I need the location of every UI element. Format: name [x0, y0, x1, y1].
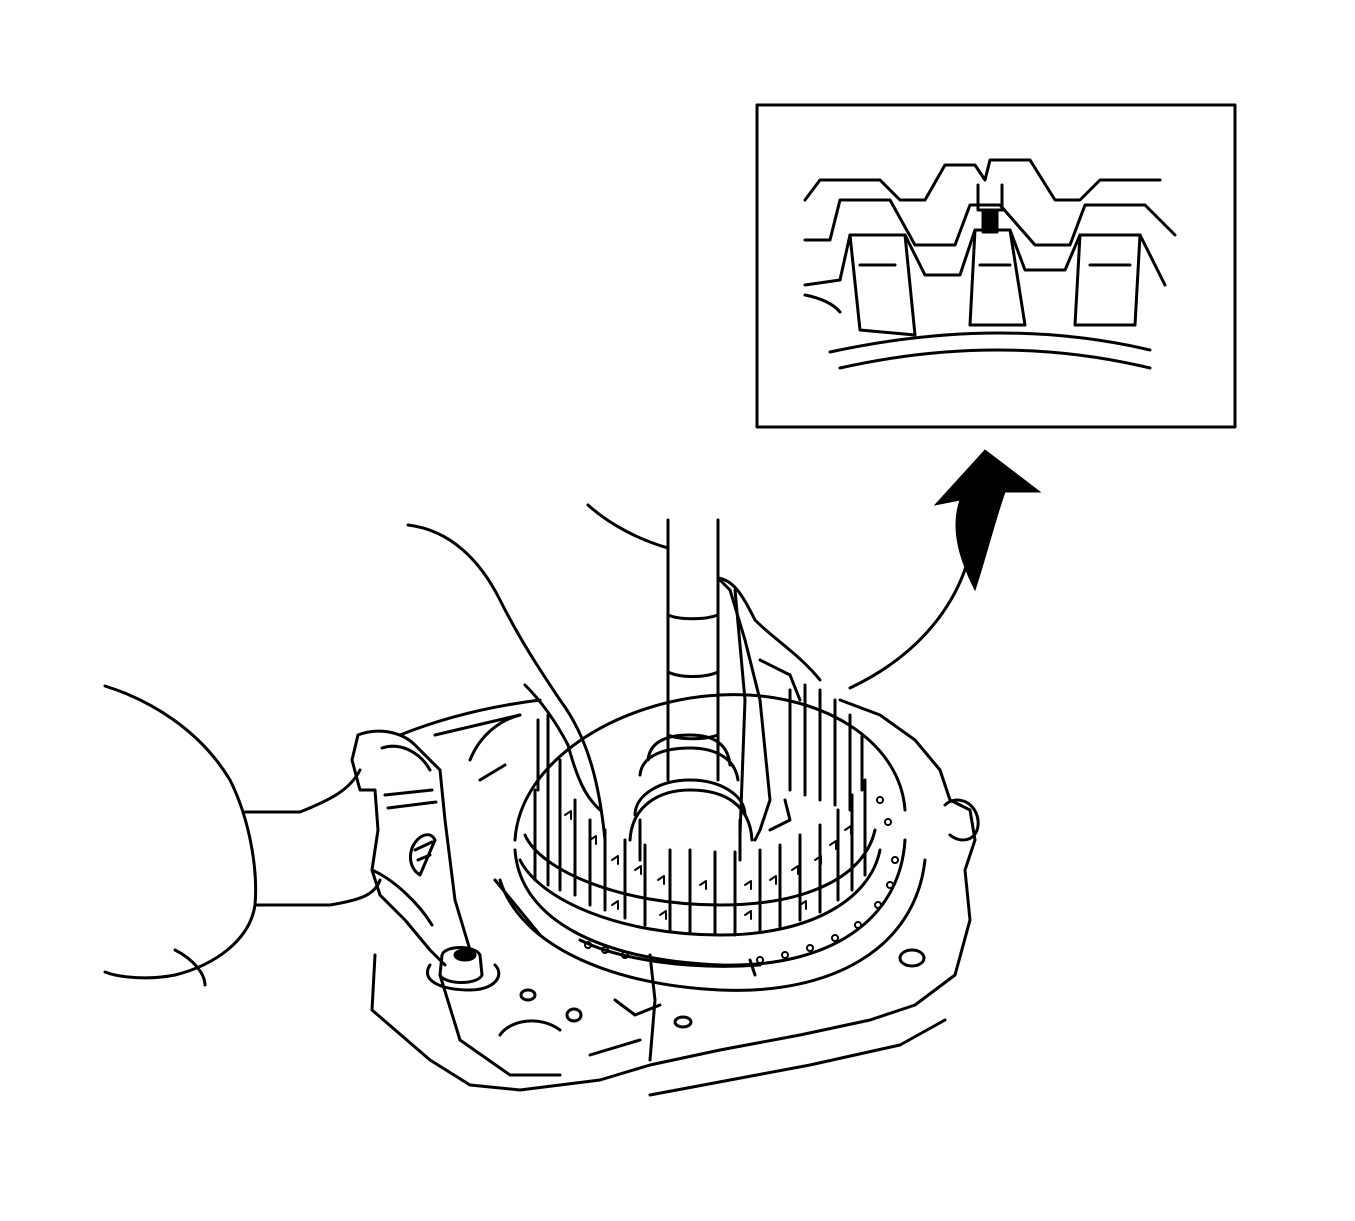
press-rod	[666, 518, 720, 782]
plate-notches	[564, 810, 852, 920]
tool-blade	[586, 503, 822, 842]
hydraulic-press-tool	[103, 684, 542, 992]
inset-spline-teeth	[803, 158, 1177, 370]
transmission-case	[370, 693, 980, 1097]
clutch-pack	[518, 683, 882, 937]
left-hand	[406, 523, 607, 842]
case-bolt-holes	[584, 796, 899, 964]
curved-callout-arrow	[848, 449, 1042, 690]
detail-inset	[755, 103, 1237, 429]
detail-inset-frame	[755, 103, 1237, 429]
clutch-plates	[533, 683, 867, 937]
